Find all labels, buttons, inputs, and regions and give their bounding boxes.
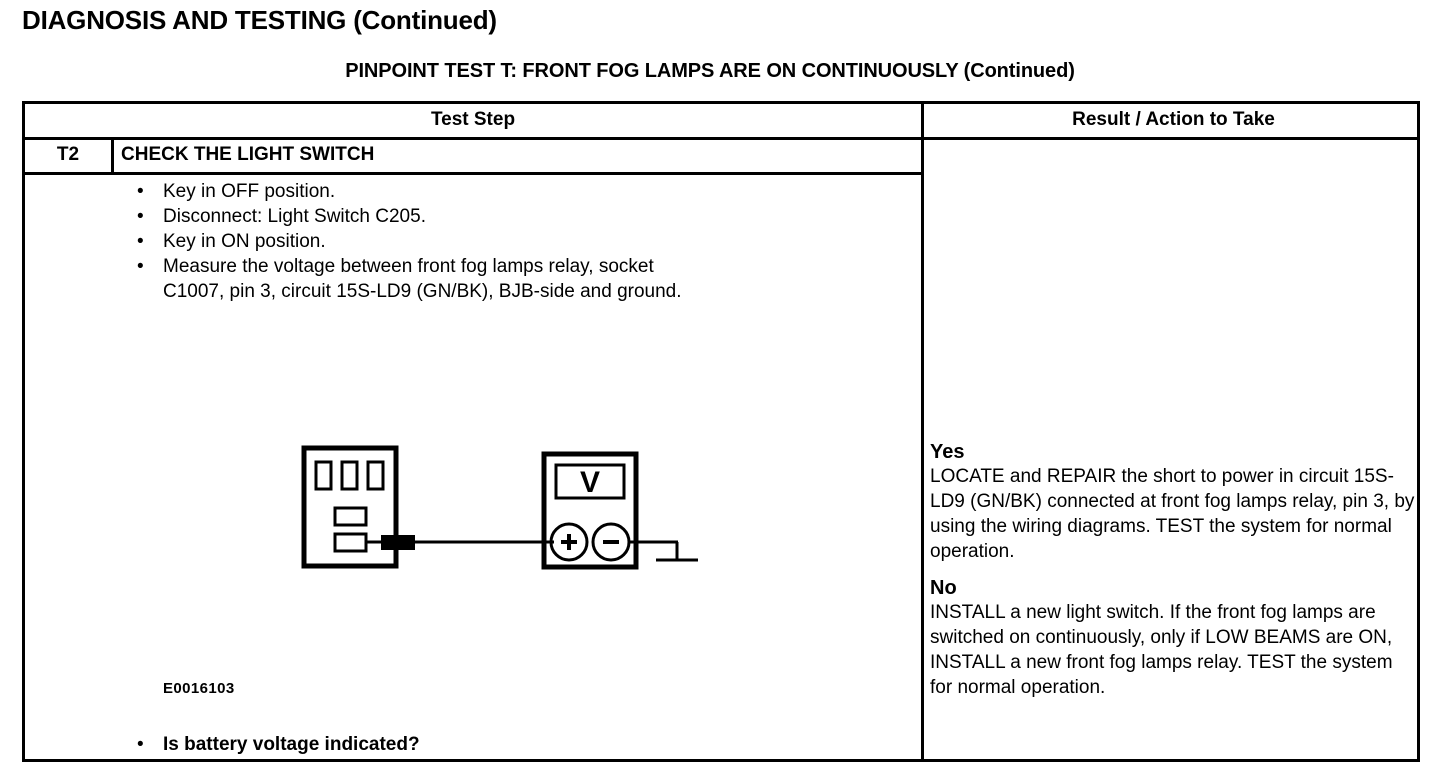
connector-block: [381, 535, 415, 550]
bullet-icon: •: [137, 231, 144, 252]
figure-id-label: E0016103: [163, 680, 235, 697]
pinpoint-test-subtitle: PINPOINT TEST T: FRONT FOG LAMPS ARE ON …: [345, 60, 1075, 82]
pinpoint-test-table: Test Step Result / Action to Take T2 CHE…: [22, 101, 1420, 762]
relay-socket-lower: [333, 532, 368, 553]
test-step-heading-rule: [25, 172, 921, 175]
list-item-line-2: C1007, pin 3, circuit 15S-LD9 (GN/BK), B…: [163, 281, 682, 302]
list-item-label: Key in ON position.: [163, 231, 326, 252]
test-step-question: • Is battery voltage indicated?: [115, 734, 905, 756]
result-text-yes: LOCATE and REPAIR the short to power in …: [930, 466, 1415, 562]
table-column-divider: [921, 104, 924, 759]
result-label-no: No: [930, 577, 957, 599]
result-label-yes: Yes: [930, 441, 965, 463]
result-action-column: Yes LOCATE and REPAIR the short to power…: [930, 440, 1418, 712]
test-step-id: T2: [56, 144, 80, 165]
list-item: • Disconnect: Light Switch C205.: [115, 204, 905, 229]
bullet-icon: •: [137, 206, 144, 227]
test-step-instruction-list: • Key in OFF position. • Disconnect: Lig…: [115, 179, 905, 304]
fuse-slot-3: [366, 460, 385, 491]
list-item-label: Measure the voltage between front fog la…: [163, 254, 905, 304]
test-step-question-label: Is battery voltage indicated?: [163, 734, 420, 755]
list-item-label: Disconnect: Light Switch C205.: [163, 206, 426, 227]
result-block-no: No INSTALL a new light switch. If the fr…: [930, 576, 1418, 700]
page-title: DIAGNOSIS AND TESTING (Continued): [22, 5, 497, 35]
bullet-icon: •: [137, 256, 144, 277]
list-item: • Key in OFF position.: [115, 179, 905, 204]
bullet-icon: •: [137, 734, 144, 755]
voltmeter-display: [554, 463, 626, 500]
test-step-heading: CHECK THE LIGHT SWITCH: [121, 144, 375, 165]
voltmeter-display-label: V: [580, 466, 600, 499]
column-header-result-action: Result / Action to Take: [1072, 109, 1275, 130]
list-item-line-1: Measure the voltage between front fog la…: [163, 256, 654, 277]
junction-box-outline: [301, 445, 399, 569]
column-header-test-step: Test Step: [430, 109, 516, 130]
list-item: • Measure the voltage between front fog …: [115, 254, 905, 304]
voltmeter-body: [541, 451, 639, 570]
circuit-schematic-svg: V: [301, 445, 698, 570]
test-step-id-divider: [111, 140, 114, 172]
list-item-label: Key in OFF position.: [163, 181, 336, 202]
voltage-measurement-diagram: V: [288, 436, 708, 586]
result-block-yes: Yes LOCATE and REPAIR the short to power…: [930, 440, 1418, 564]
relay-socket-upper: [333, 506, 368, 527]
fuse-slot-2: [340, 460, 359, 491]
positive-terminal: [549, 522, 589, 562]
fuse-slot-1: [314, 460, 333, 491]
list-item: • Key in ON position.: [115, 229, 905, 254]
result-text-no: INSTALL a new light switch. If the front…: [930, 602, 1393, 698]
table-header-rule: [25, 137, 1417, 140]
bullet-icon: •: [137, 181, 144, 202]
